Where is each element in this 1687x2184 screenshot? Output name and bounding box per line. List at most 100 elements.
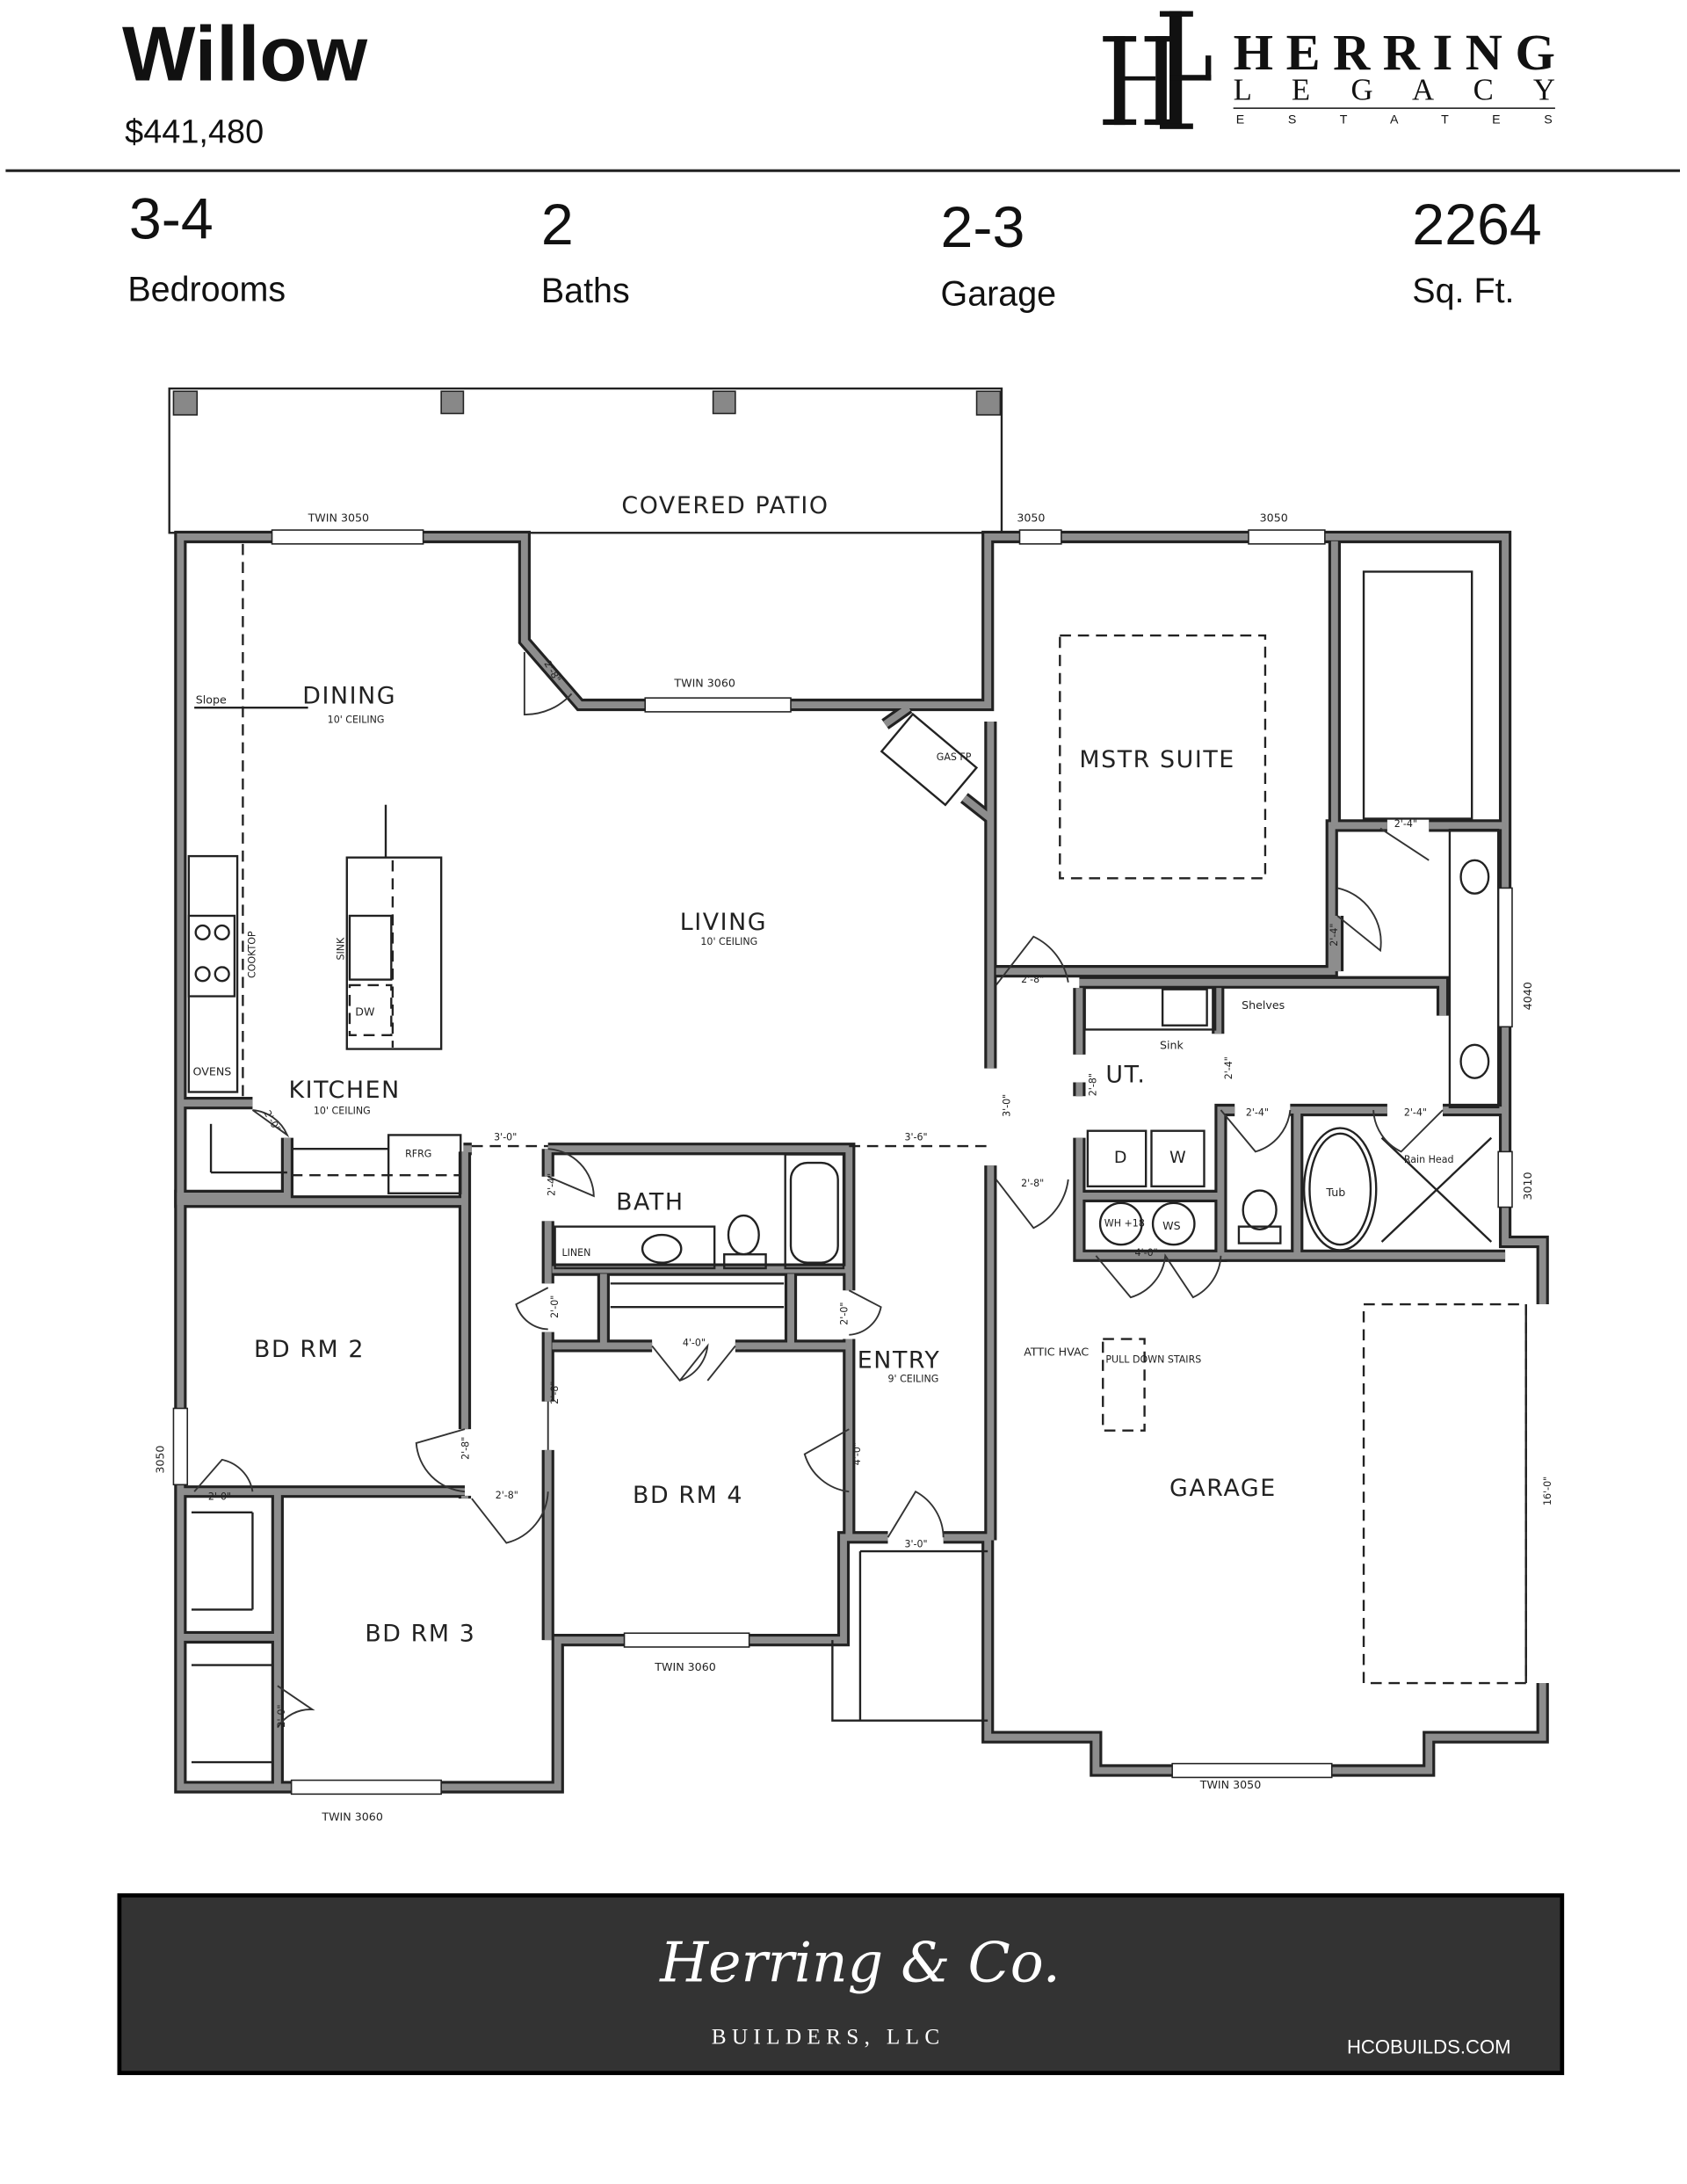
label-cooktop: COOKTOP	[247, 931, 258, 978]
room-covered-patio: COVERED PATIO	[621, 492, 829, 519]
stat-garage-label: Garage	[941, 274, 1057, 313]
label-dryer: D	[1114, 1148, 1127, 1167]
label-linen: LINEN	[562, 1247, 591, 1259]
label-rfrg: RFRG	[405, 1149, 431, 1160]
patio-posts	[172, 390, 1002, 416]
svg-text:3'-0": 3'-0"	[494, 1132, 517, 1143]
svg-text:2'-4": 2'-4"	[1246, 1107, 1269, 1118]
label-sink: SINK	[336, 937, 347, 961]
master-closet-rods	[1362, 570, 1473, 820]
room-kitchen: KITCHEN	[288, 1077, 400, 1104]
label-slope: Slope	[196, 693, 227, 706]
builder-subtitle: BUILDERS, LLC	[712, 2025, 945, 2050]
svg-text:2'-4": 2'-4"	[547, 1173, 558, 1196]
svg-text:2'-4": 2'-4"	[1404, 1107, 1427, 1118]
builder-website[interactable]: HCOBUILDS.COM	[1347, 2036, 1511, 2058]
window-w5: 4040	[1521, 982, 1534, 1010]
room-utility: UT.	[1105, 1061, 1146, 1088]
window-w3: 3050	[1017, 512, 1045, 525]
svg-text:2'-8": 2'-8"	[541, 659, 562, 685]
svg-text:2'-8": 2'-8"	[1021, 1178, 1044, 1189]
window-w9: TWIN 3060	[654, 1660, 716, 1673]
windows	[172, 529, 1513, 1796]
stat-sqft-value: 2264	[1412, 192, 1541, 258]
svg-text:4'-0": 4'-0"	[851, 1442, 863, 1465]
window-w8: TWIN 3060	[321, 1810, 383, 1823]
svg-text:4'-0": 4'-0"	[683, 1337, 706, 1348]
label-gas-fp: GAS FP	[937, 751, 972, 763]
svg-text:2'-8": 2'-8"	[1087, 1073, 1098, 1096]
entry-ceiling: 9' CEILING	[888, 1373, 939, 1384]
plan-price: $441,480	[125, 114, 264, 151]
room-bd-rm-2: BD RM 2	[254, 1336, 365, 1363]
window-w4: 3050	[1260, 512, 1288, 525]
floor-plan: COVERED PATIO DINING 10' CEILING LIVING …	[153, 387, 1553, 1823]
svg-text:4'-0": 4'-0"	[1135, 1247, 1158, 1259]
label-washer: W	[1169, 1148, 1186, 1167]
svg-text:2'-0": 2'-0"	[208, 1491, 231, 1503]
walls	[174, 530, 1549, 1794]
kitchen-island	[345, 856, 443, 1050]
svg-text:3'-0": 3'-0"	[904, 1538, 927, 1549]
svg-text:2'-0": 2'-0"	[839, 1302, 851, 1325]
room-bd-rm-3: BD RM 3	[365, 1621, 475, 1648]
stats-row: 3-4 Bedrooms 2 Baths 2-3 Garage 2264 Sq.…	[127, 187, 1541, 314]
label-rain-head: Rain Head	[1404, 1154, 1454, 1165]
window-w2: TWIN 3060	[673, 676, 735, 689]
garage-door	[1362, 1302, 1527, 1685]
svg-text:2'-8": 2'-8"	[496, 1490, 518, 1501]
refrigerator	[387, 1134, 462, 1194]
svg-text:2'-8": 2'-8"	[1021, 974, 1044, 985]
label-tub: Tub	[1325, 1186, 1345, 1199]
stat-garage-value: 2-3	[941, 195, 1025, 260]
svg-text:3'-0": 3'-0"	[1001, 1094, 1012, 1117]
logo-estates: E S T A T E S	[1236, 113, 1553, 127]
master-tray-ceiling	[1059, 634, 1267, 880]
dishwasher	[348, 983, 393, 1036]
fixtures	[187, 543, 1527, 1764]
window-w1: TWIN 3050	[308, 512, 370, 525]
herring-legacy-logo: HERRING L E G A C Y E S T A T E S	[1103, 11, 1555, 129]
svg-text:2'-4": 2'-4"	[1223, 1056, 1234, 1079]
plan-name: Willow	[122, 11, 367, 98]
stat-bedrooms-value: 3-4	[129, 187, 214, 252]
room-bd-rm-4: BD RM 4	[633, 1482, 743, 1509]
soaking-tub	[1302, 1127, 1378, 1252]
label-pull-down-stairs: PULL DOWN STAIRS	[1105, 1353, 1201, 1365]
gas-fireplace	[880, 712, 979, 807]
svg-text:2'-8": 2'-8"	[460, 1437, 472, 1460]
label-wh: WH +18	[1104, 1218, 1145, 1230]
label-ut-sink: Sink	[1160, 1039, 1184, 1052]
room-entry: ENTRY	[858, 1347, 941, 1375]
island-sink	[348, 914, 393, 981]
room-mstr-suite: MSTR SUITE	[1079, 746, 1234, 773]
window-w7: 3050	[153, 1446, 166, 1474]
window-w6: 3010	[1521, 1172, 1534, 1201]
logo-legacy: L E G A C Y	[1234, 73, 1555, 107]
stat-baths-label: Baths	[541, 272, 630, 310]
svg-text:2'-0": 2'-0"	[276, 1704, 287, 1727]
room-garage: GARAGE	[1169, 1475, 1277, 1502]
hl-monogram-icon	[1103, 11, 1212, 129]
stat-bedrooms-label: Bedrooms	[127, 271, 286, 309]
pull-down-stairs	[1102, 1338, 1146, 1432]
label-ovens: OVENS	[193, 1065, 232, 1078]
label-shelves: Shelves	[1242, 998, 1285, 1012]
label-dw: DW	[355, 1005, 375, 1019]
logo-herring: HERRING	[1234, 24, 1555, 81]
dining-ceiling: 10' CEILING	[328, 715, 385, 726]
builder-script-logo: Herring & Co.	[659, 1929, 1061, 1994]
covered-patio-outline	[168, 387, 1003, 534]
label-attic-hvac: ATTIC HVAC	[1024, 1345, 1089, 1358]
stat-sqft-label: Sq. Ft.	[1412, 272, 1514, 310]
bathtub	[784, 1153, 845, 1270]
svg-text:2'-0": 2'-0"	[549, 1295, 561, 1318]
room-living: LIVING	[680, 909, 767, 936]
svg-text:3'-6": 3'-6"	[904, 1132, 927, 1143]
label-ws: WS	[1162, 1219, 1181, 1232]
cooktop	[187, 914, 236, 998]
stat-baths-value: 2	[541, 192, 574, 258]
svg-text:2'-4": 2'-4"	[1394, 818, 1417, 830]
window-w10: TWIN 3050	[1199, 1778, 1262, 1791]
kitchen-ceiling: 10' CEILING	[314, 1106, 371, 1117]
